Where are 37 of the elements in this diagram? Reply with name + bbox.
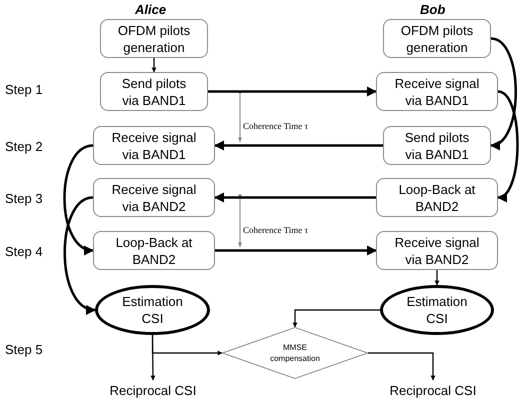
process-box: Receive signal via BAND2	[376, 231, 498, 270]
arrow	[292, 309, 380, 328]
arrow	[497, 90, 519, 200]
column-heading: Alice	[135, 1, 166, 19]
column-heading: Bob	[420, 1, 446, 19]
arrow	[64, 196, 96, 313]
dimension-label: Coherence Time τ	[243, 120, 308, 133]
process-box: Loop-Back at BAND2	[376, 178, 498, 217]
arrow	[215, 246, 377, 256]
process-box: OFDM pilots generation	[100, 19, 208, 58]
step-label: Step 5	[5, 341, 43, 359]
arrow	[208, 86, 377, 96]
arrow	[214, 192, 376, 202]
step-label: Step 3	[5, 190, 43, 208]
step-label: Step 4	[5, 243, 43, 261]
process-box: OFDM pilots generation	[383, 19, 491, 58]
estimation-ellipse: Estimation CSI	[95, 285, 210, 335]
process-box: Receive signal via BAND2	[93, 178, 215, 217]
arrow	[434, 270, 440, 286]
output-text: Reciprocal CSI	[380, 380, 486, 400]
arrow	[368, 352, 436, 380]
arrow	[152, 58, 156, 72]
arrow	[63, 144, 94, 254]
dimension-label: Coherence Time τ	[243, 224, 308, 237]
process-box: Send pilots via BAND1	[100, 72, 208, 111]
process-box: Loop-Back at BAND2	[93, 231, 215, 270]
output-text: Reciprocal CSI	[100, 380, 206, 400]
arrow	[214, 140, 383, 150]
process-box: Receive signal via BAND1	[93, 126, 215, 165]
step-label: Step 2	[5, 138, 43, 156]
process-box: Send pilots via BAND1	[383, 126, 491, 165]
estimation-ellipse: Estimation CSI	[380, 285, 494, 335]
step-label: Step 1	[5, 81, 43, 99]
arrow	[152, 335, 222, 356]
decision-diamond: MMSE compensation	[222, 327, 368, 379]
process-box: Receive signal via BAND1	[376, 72, 498, 111]
arrow	[490, 37, 517, 148]
